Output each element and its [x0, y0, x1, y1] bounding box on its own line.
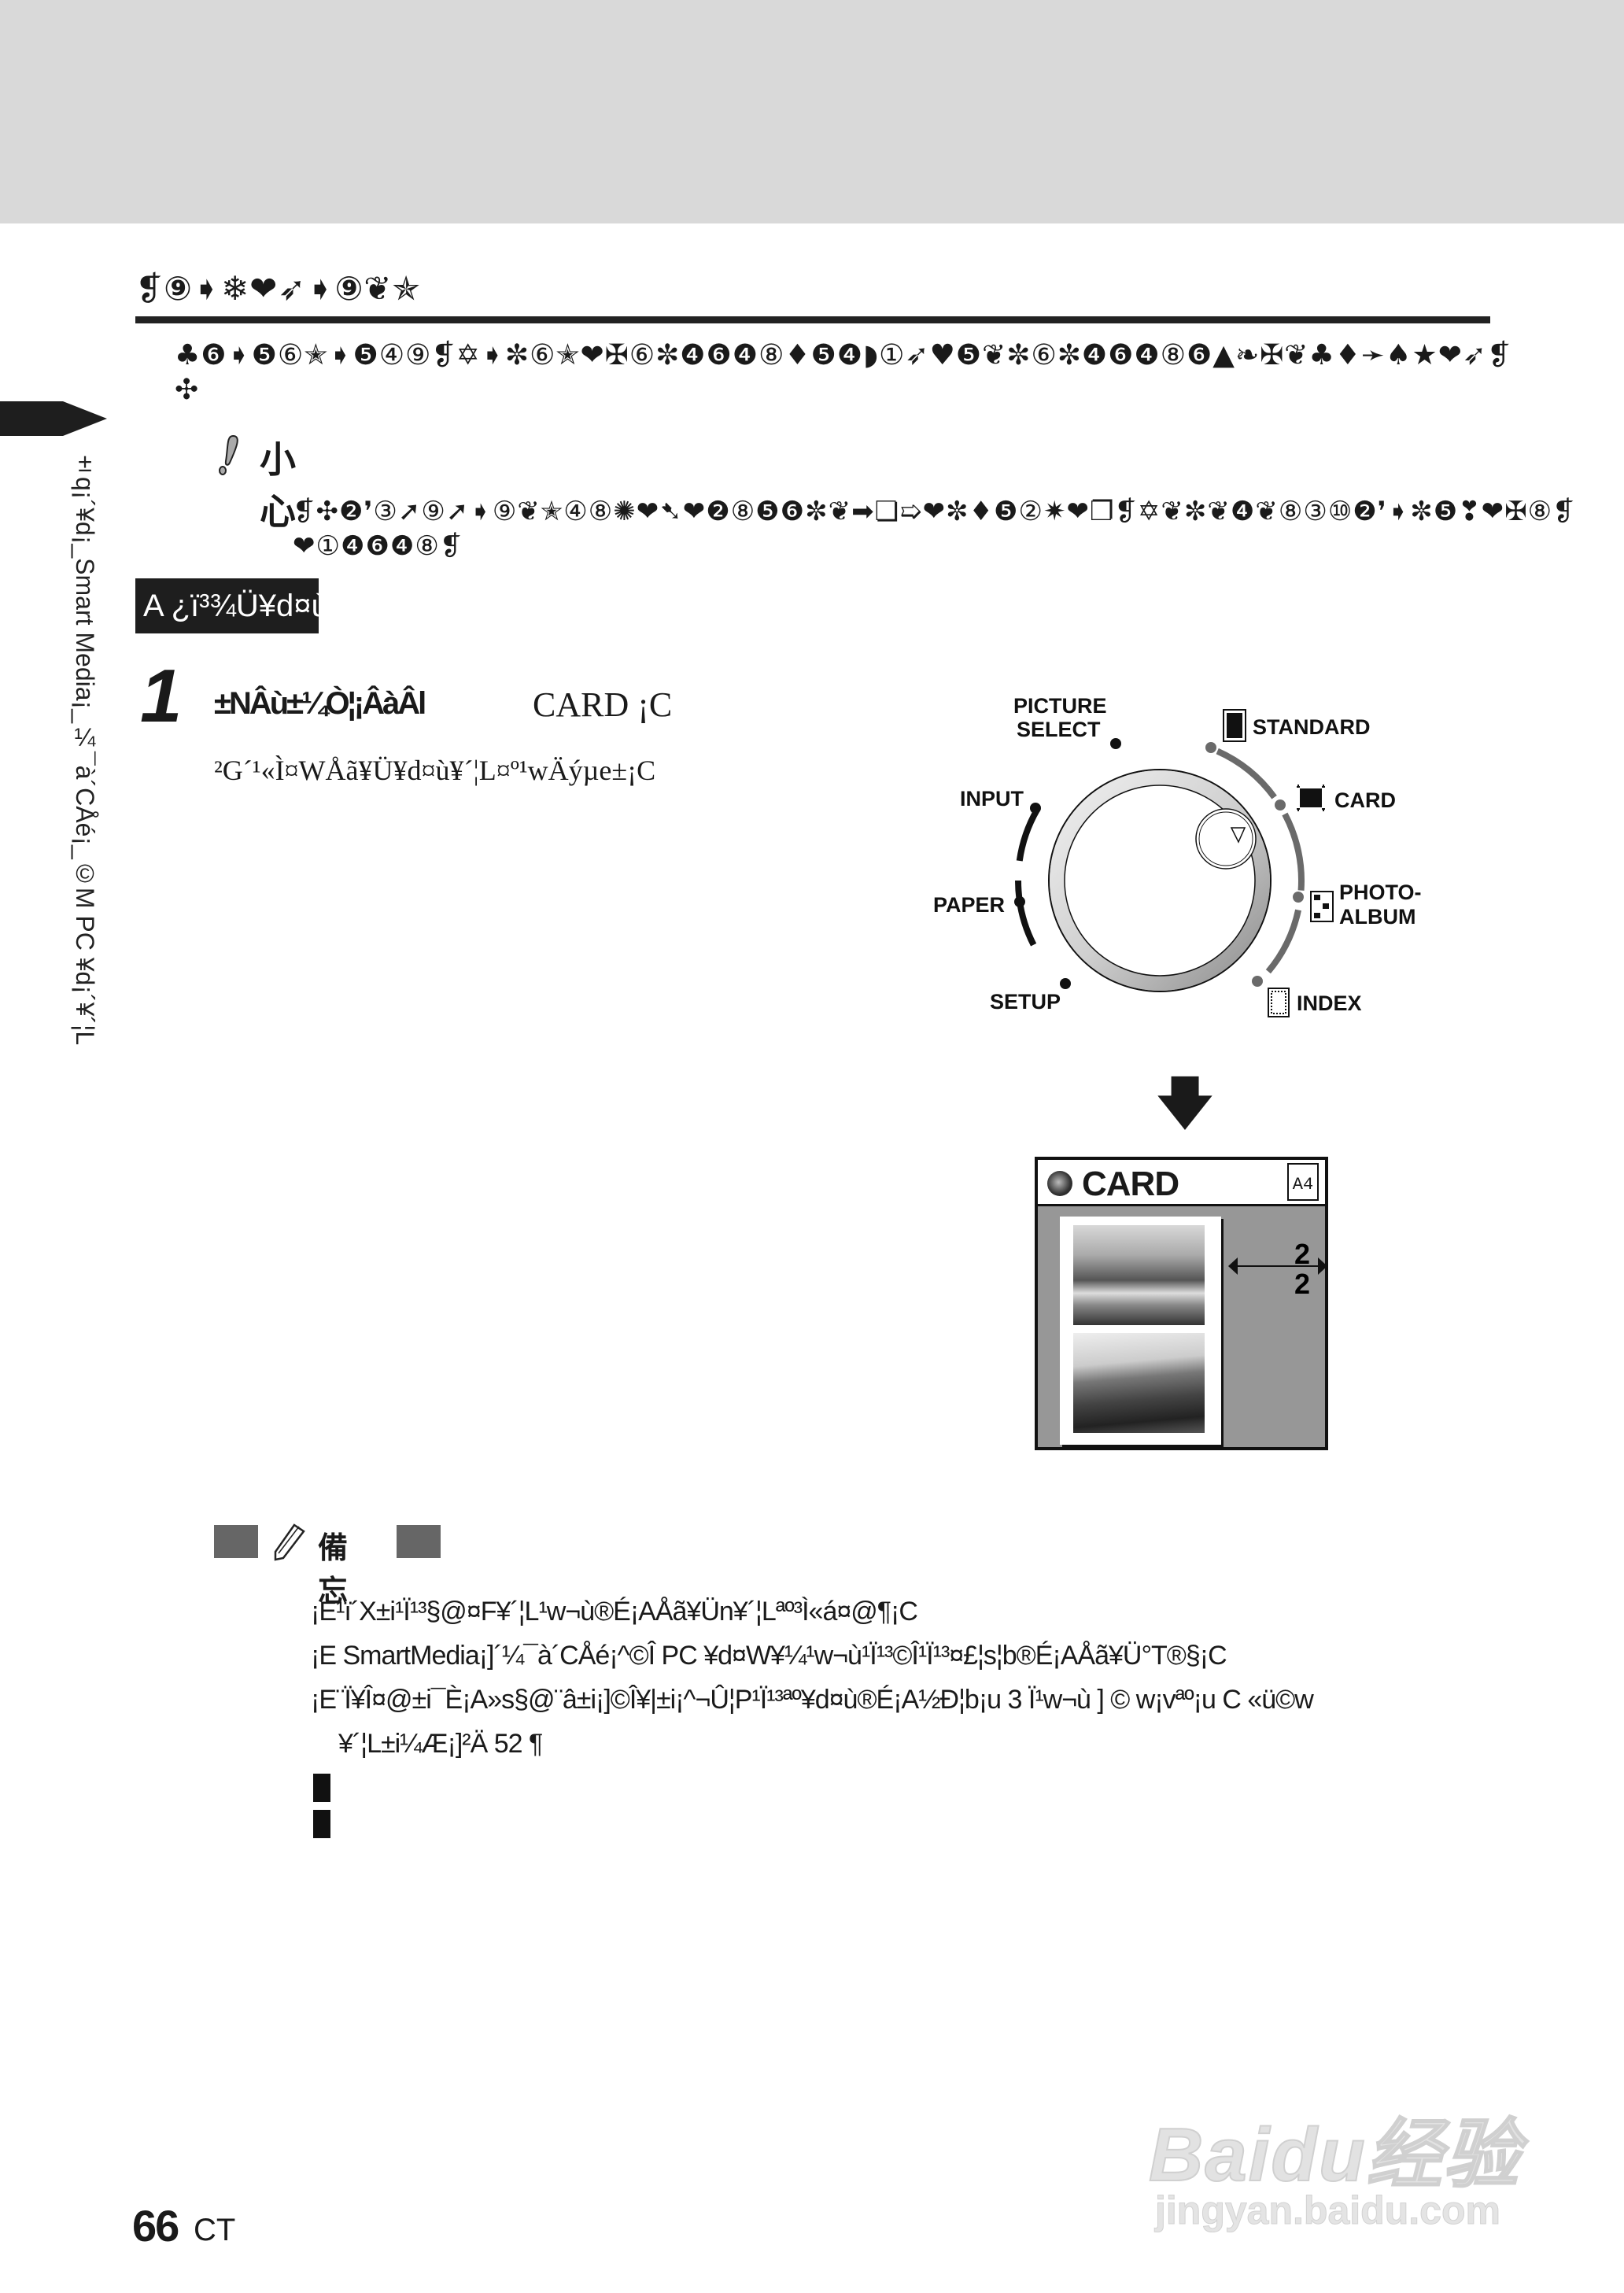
preview-photo-street: [1073, 1225, 1205, 1325]
memo-line: ¥´¦L±i¼Æ¡]²Ä 52 ­¶: [338, 1729, 543, 1759]
caution-text: ❡✣❷❜③➚⑨➚➧⑨❦✭④⑧✺❤➷❤❷⑧❺❻✼❦➡❏➯❤✼♦❺②✷❤❐❡✡❦✼❦…: [293, 496, 1576, 562]
card-mode-icon: [1297, 785, 1325, 811]
print-preview-sheet: [1060, 1217, 1221, 1445]
down-arrow-icon: 🡇: [1157, 1073, 1213, 1134]
page-suffix: CT: [194, 2213, 236, 2247]
step-number: 1: [140, 654, 183, 738]
dial-arc-segment: [1282, 812, 1305, 891]
memo-bar-left: [214, 1525, 258, 1558]
dial-arc-segment: [1265, 909, 1301, 974]
dot-index: [1252, 976, 1263, 987]
dot-standard: [1205, 742, 1216, 753]
bullet-mark: [313, 1810, 330, 1838]
card-indicator-icon: [1047, 1171, 1072, 1196]
dot-picture-select: [1110, 738, 1121, 749]
page-total: 2: [1294, 1268, 1310, 1294]
lcd-header: CARD A4: [1038, 1160, 1325, 1206]
dial-label-card: CARD: [1334, 788, 1396, 812]
dial-label-standard: STANDARD: [1253, 715, 1371, 739]
memo-bar-right: [397, 1525, 441, 1558]
lcd-preview-screen: CARD A4 2 2: [1035, 1157, 1328, 1450]
dial-arc-segment: [1216, 748, 1277, 799]
pencil-icon: [274, 1523, 305, 1561]
page-subtitle: ♣❻➧❺⑥✭➧❺④⑨❡✡➧✼⑥✭❤✠⑥✼❹❻❹⑧♦❺❹◗①➶♥❺❦✼⑥✼❹❻❹⑧…: [175, 339, 1512, 406]
memo-line: ¡E¹ï´X±i¹Ï¹³§@¤F¥´¦L¹w¬ù®É¡AÅã¥Ü­n¥´¦Lªº…: [311, 1597, 918, 1627]
dial-label-picture-select: PICTURE: [1013, 694, 1107, 718]
dial-label-input: INPUT: [960, 787, 1024, 810]
svg-text:SELECT: SELECT: [1017, 718, 1101, 741]
caution-exclamation-icon: [219, 434, 238, 475]
next-page-arrow-icon: [1318, 1257, 1327, 1275]
chapter-side-label: ±q¡´¥d¡_Smart Media¡_¼¯à´CÅé¡_©M PC ¥d¡´…: [71, 449, 99, 1046]
section-label: A ¿ï³¾Ü¥d¤ù: [135, 578, 319, 633]
dial-indicator-window: [1195, 808, 1257, 870]
step-description: ²G´¹«Ì¤WÅã¥Ü¥d¤ù¥´¦L¤º¹wÄý­µe­±¡C: [214, 755, 656, 786]
dial-label-photo-album: PHOTO-: [1339, 881, 1422, 904]
photo-album-mode-icon: [1310, 891, 1334, 922]
page-current: 2: [1294, 1238, 1310, 1270]
dial-pointer-icon: [1230, 827, 1246, 844]
caution-label: 小心: [260, 438, 296, 533]
step-card-text: CARD ¡C: [533, 685, 673, 724]
dial-label-setup: SETUP: [990, 990, 1061, 1014]
step-title: ±NÂù­±¼Ò¦¡ÂàÂl: [214, 686, 426, 721]
dial-arc-segment: [1016, 808, 1040, 862]
title-rule: [135, 316, 1490, 323]
page-title: ❡⑨➧❄❤➶➧⑨❦✯: [135, 269, 421, 308]
page-number: 66: [132, 2201, 179, 2251]
index-mode-icon: [1268, 988, 1290, 1017]
baidu-watermark-logo: Baidu经验 jingyan.baidu.com: [1148, 2112, 1521, 2233]
memo-label: 備忘: [318, 1531, 349, 1608]
dot-setup: [1060, 978, 1071, 989]
standard-mode-icon: [1223, 709, 1246, 742]
dot-input: [1030, 803, 1041, 814]
dot-photo-album: [1293, 892, 1304, 903]
lcd-title: CARD: [1082, 1165, 1179, 1203]
memo-line: ¡E SmartMedia¡]´¼¯à´CÅé¡^©Î PC ¥d¤W¥¼¹w¬…: [311, 1641, 1227, 1671]
dial-label-paper: PAPER: [933, 893, 1005, 917]
page-indicator: 2 2: [1228, 1238, 1327, 1294]
memo-list: ¡E¹ï´X±i¹Ï¹³§@¤F¥´¦L¹w¬ù®É¡AÅã¥Ü­n¥´¦Lªº…: [311, 1590, 1601, 1846]
paper-size-icon: A4: [1287, 1163, 1319, 1201]
mode-dial-diagram: PICTURE SELECT STANDARD CARD PHOTO- ALBU…: [933, 694, 1422, 1017]
svg-text:ALBUM: ALBUM: [1339, 905, 1415, 929]
dot-paper: [1014, 896, 1025, 907]
chapter-tab-arrow: [0, 401, 107, 436]
bullet-mark: [313, 1774, 330, 1802]
dial-label-index: INDEX: [1297, 991, 1362, 1015]
dot-card: [1275, 799, 1286, 810]
dial-arc-segment: [1015, 880, 1037, 947]
prev-page-arrow-icon: [1228, 1257, 1238, 1275]
memo-line: ¡E¨Ï¥Î¤@±i¯È¡A»s§@¨â±i¡]©Î¥|±i¡^¬Û¦P¹Ï¹³…: [311, 1685, 1314, 1715]
header-band: [0, 0, 1624, 223]
preview-photo-landscape: [1073, 1333, 1205, 1433]
